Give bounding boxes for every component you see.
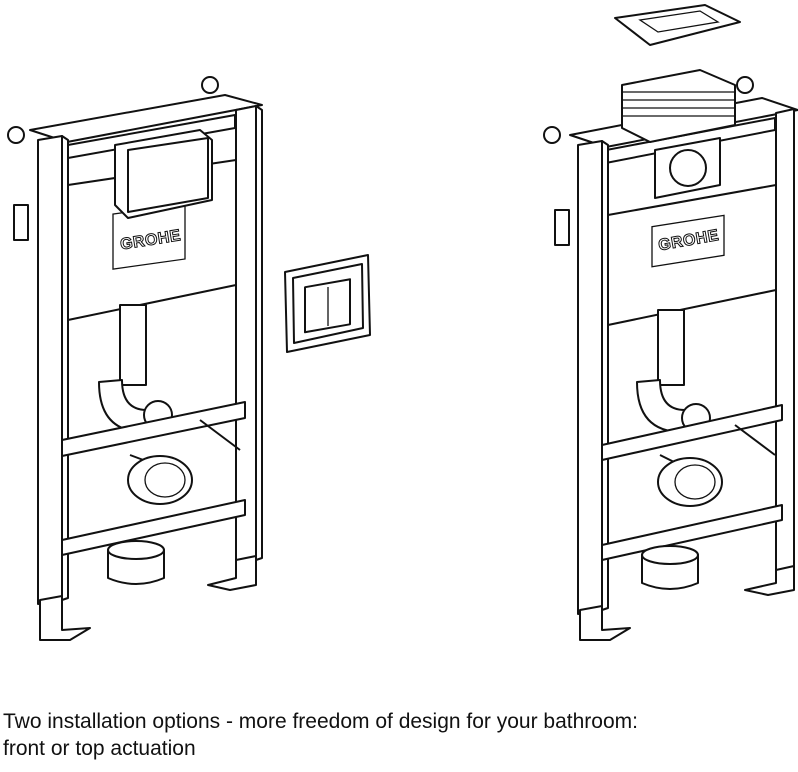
left-frame-front-actuation: GROHE [7,76,263,641]
caption-line-1: Two installation options - more freedom … [3,710,638,733]
flush-plate-front [284,254,371,353]
flush-plate-top [614,4,741,46]
caption: Two installation options - more freedom … [3,708,798,762]
caption-line-2: front or top actuation [3,737,196,760]
installation-options-illustration: GROHE [7,4,798,641]
right-frame-top-actuation: GROHE [543,4,798,641]
